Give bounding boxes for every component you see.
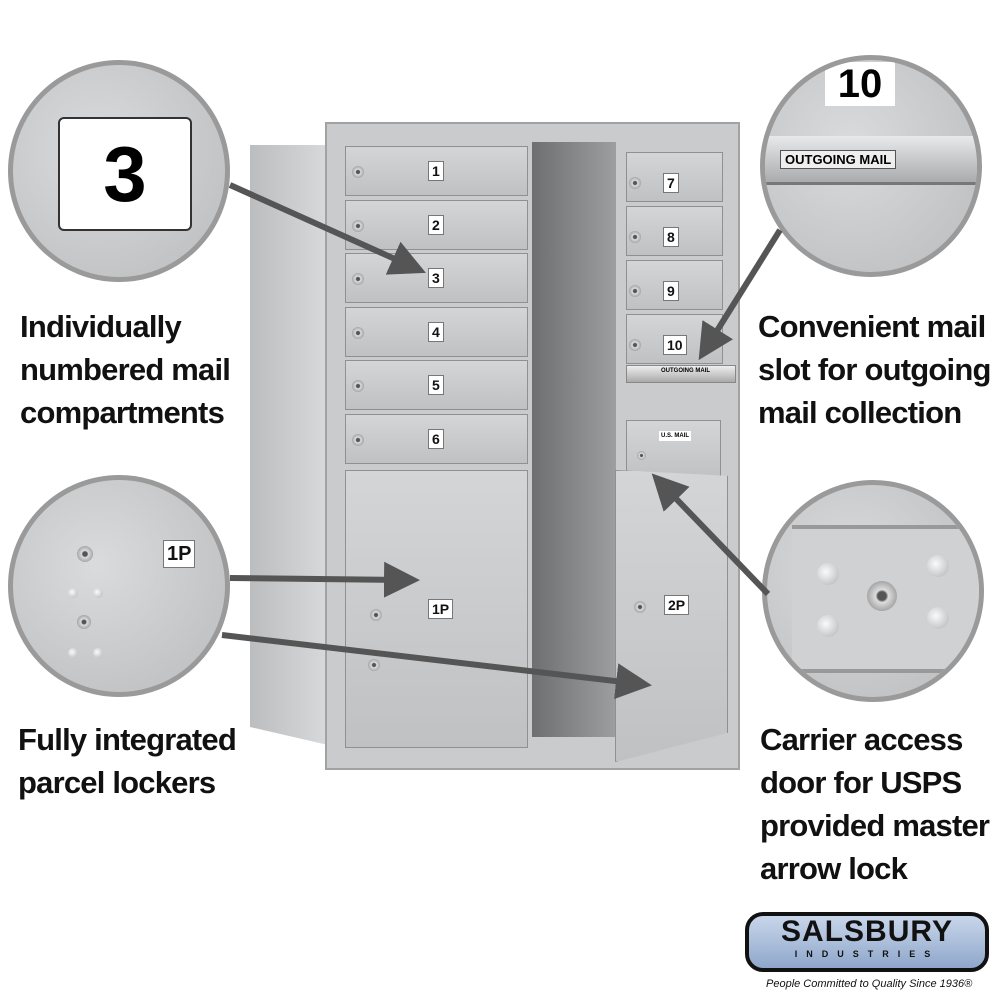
carrier-access-panel[interactable]: U.S. MAIL [626,420,721,480]
rivet [93,588,103,598]
salsbury-logo: SALSBURY INDUSTRIES [745,912,989,972]
detail-circle-carrier-lock [762,480,984,702]
caption-line: arrow lock [760,851,908,886]
caption-line: Convenient mail [758,309,986,344]
lock-icon [352,326,364,339]
lock-icon [352,433,364,446]
lock-icon [368,659,380,671]
compartment-door[interactable]: 4 [345,306,528,357]
lock-icon [77,546,93,562]
rivet [927,555,949,577]
caption-line: door for USPS [760,765,962,800]
compartment-door[interactable]: 6 [345,413,528,464]
arrow-lock-icon [867,581,897,611]
parcel-number-plate: 1P [163,540,196,568]
detail-circle-parcel-locker: 1P [8,475,230,697]
mailbox-interior [532,142,616,737]
compartment-number: 1 [428,161,444,181]
compartment-door[interactable]: 7 [626,152,723,202]
caption-line: parcel lockers [18,765,216,800]
compartment-number: 10 [663,335,687,355]
lock-icon [352,380,364,392]
lock-icon [352,166,364,178]
compartment-door[interactable]: 8 [626,206,723,256]
lock-icon [352,219,364,232]
arrow-lock-icon [637,451,646,460]
compartment-number: 2 [428,214,444,235]
caption-line: Individually [20,309,182,344]
lock-icon [629,285,641,297]
outgoing-mail-label: OUTGOING MAIL [780,150,897,169]
lock-icon [629,231,641,243]
caption-outgoing-slot: Convenient mail slot for outgoing mail c… [758,305,991,434]
caption-line: Fully integrated [18,722,237,757]
compartment-number-plate: 3 [58,117,192,231]
rivet [68,588,78,598]
caption-line: Carrier access [760,722,963,757]
compartment-door[interactable]: 2 [345,199,528,250]
caption-line: slot for outgoing [758,352,991,387]
logo-sub: INDUSTRIES [794,949,940,959]
arrow-to-compartment-3 [228,182,426,275]
caption-carrier-door: Carrier access door for USPS provided ma… [760,718,990,890]
compartment-number: 7 [663,173,679,193]
rivet [817,615,839,637]
lock-icon [629,339,641,351]
compartment-number: 8 [663,227,679,247]
arrow-to-carrier-lock [651,473,771,597]
lock-icon [634,601,646,613]
logo-tagline: People Committed to Quality Since 1936® [766,978,973,990]
caption-line: compartments [20,395,225,430]
caption-line: mail collection [758,395,962,430]
arrow-to-outgoing-slot [698,228,783,361]
caption-parcel-lockers: Fully integrated parcel lockers [18,718,237,804]
compartment-number: 4 [428,321,444,342]
detail-circle-compartment-number: 3 [8,60,230,282]
parcel-number: 1P [428,599,454,619]
rivet [68,648,78,658]
lock-icon [629,177,641,189]
rivet [927,607,949,629]
slot-number-plate: 10 [825,62,895,106]
parcel-locker-2p-open[interactable]: 2P [615,470,728,762]
compartment-number: 6 [428,428,444,449]
logo-brand: SALSBURY [781,915,953,948]
caption-line: numbered mail [20,352,231,387]
outgoing-mail-label: OUTGOING MAIL [661,368,710,374]
lock-icon [370,609,382,621]
rivet [817,563,839,585]
detail-circle-outgoing-slot: 10 OUTGOING MAIL [760,55,982,277]
lock-icon [352,273,364,285]
lock-icon [77,615,91,629]
arrow-to-parcel-1p [229,561,420,598]
compartment-door[interactable]: 9 [626,260,723,310]
compartment-number: 5 [428,375,444,395]
caption-numbered-compartments: Individually numbered mail compartments [20,305,231,434]
usps-label: U.S. MAIL [659,431,691,441]
compartment-number: 9 [663,281,679,301]
compartment-door[interactable]: 1 [345,146,528,196]
outgoing-mail-slot[interactable]: OUTGOING MAIL [626,365,736,383]
compartment-door[interactable]: 5 [345,360,528,410]
rivet [93,648,103,658]
parcel-number: 2P [664,595,690,615]
compartment-number: 3 [428,268,444,288]
compartment-door[interactable]: 3 [345,253,528,303]
arrow-to-parcel-2p [221,632,652,700]
parcel-locker-1p[interactable]: 1P [345,470,528,748]
caption-line: provided master [760,808,990,843]
